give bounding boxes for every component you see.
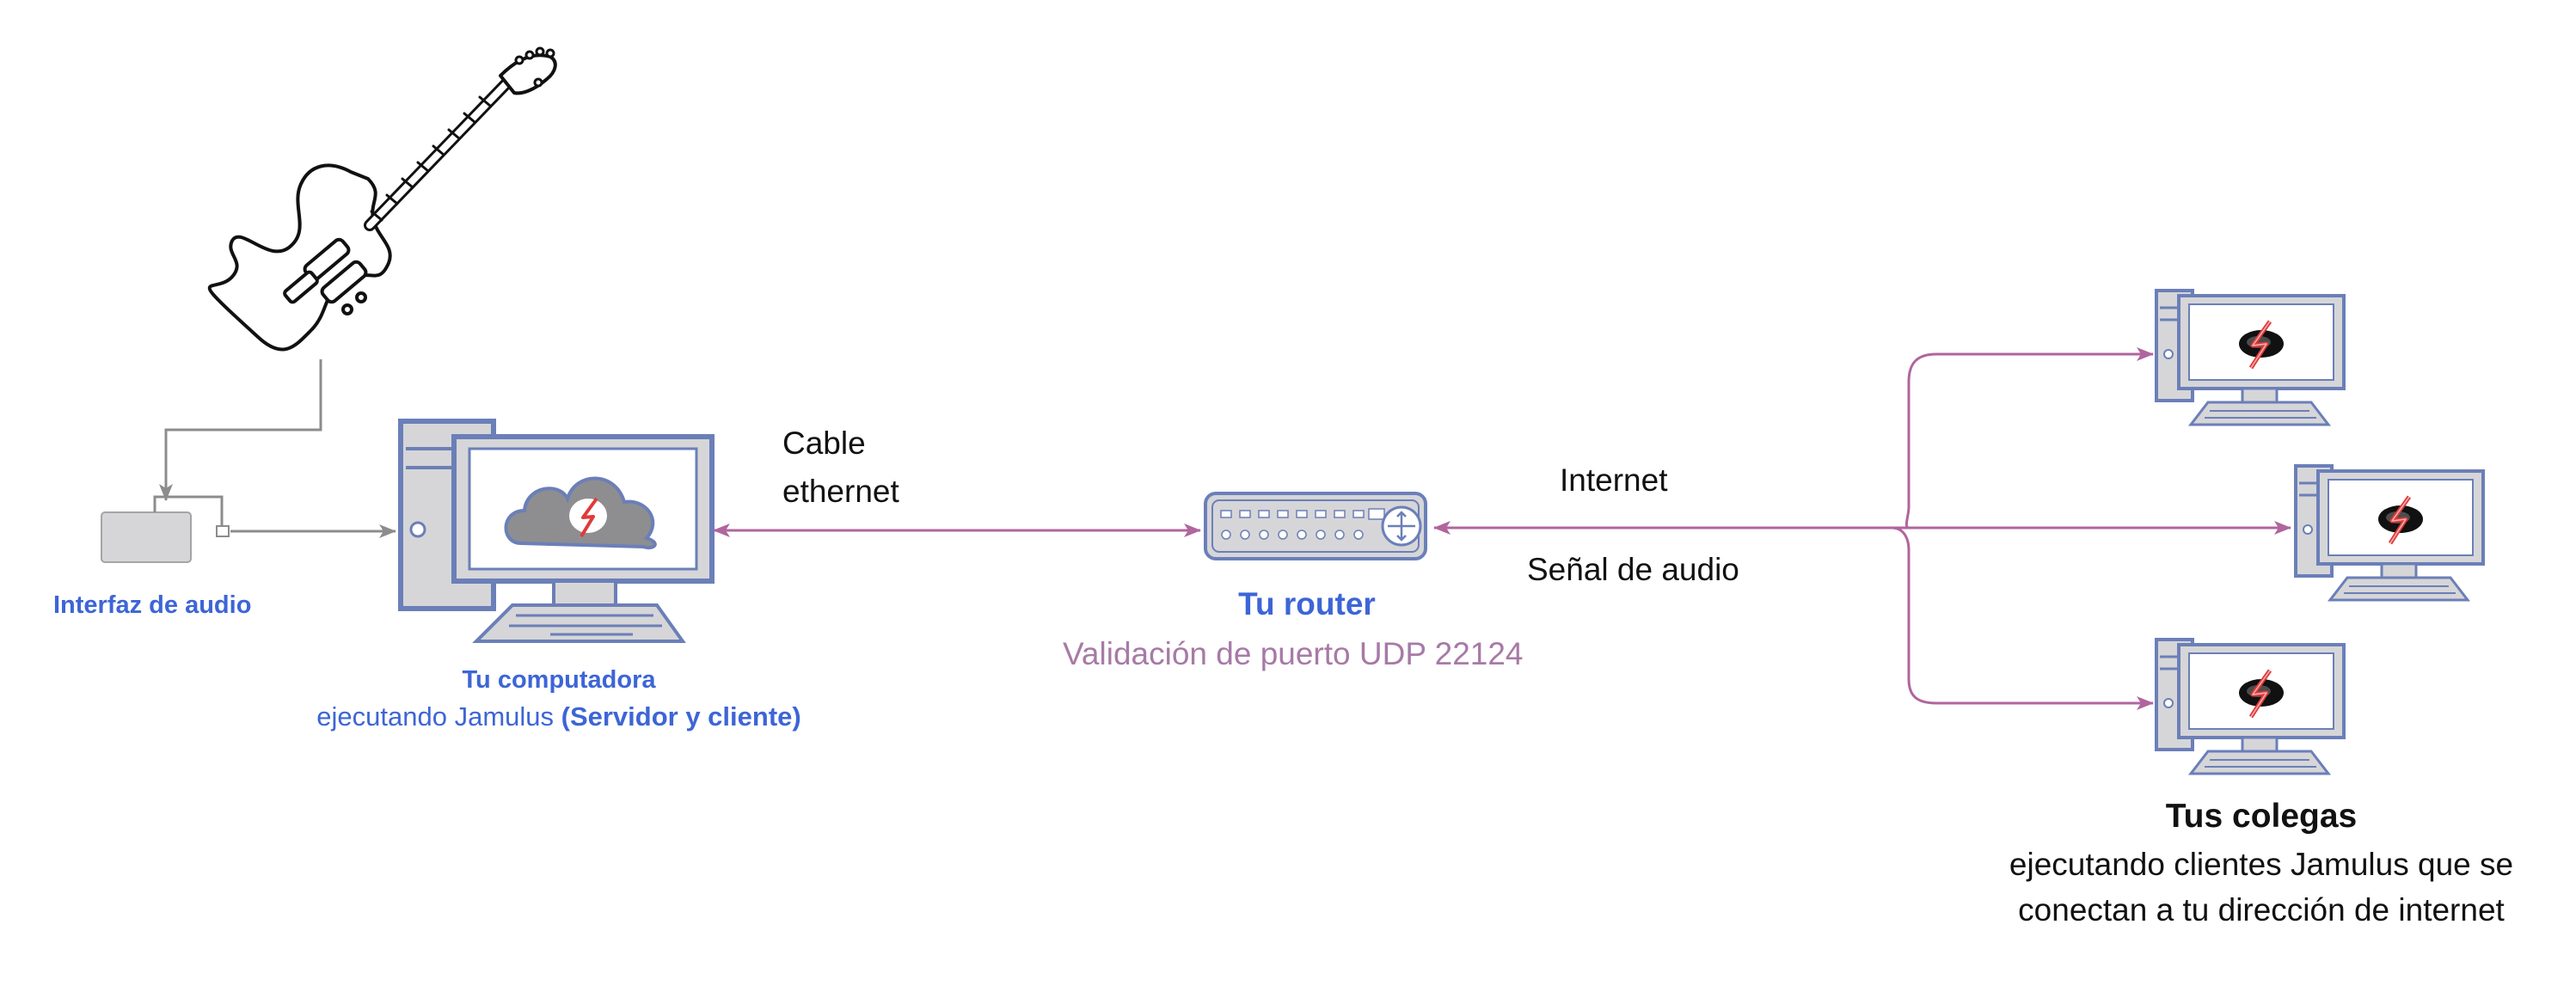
peers-line2: conectan a tu dirección de internet bbox=[2018, 892, 2505, 928]
peer-computer-3 bbox=[2156, 640, 2344, 774]
internet-links bbox=[1433, 347, 2291, 710]
computer-subtitle: ejecutando Jamulus (Servidor y cliente) bbox=[292, 698, 825, 737]
audio-interface-label: Interfaz de audio bbox=[53, 591, 252, 619]
router-title: Tu router bbox=[1238, 586, 1376, 621]
electric-guitar-icon bbox=[207, 46, 557, 352]
ethernet-label-line2: ethernet bbox=[782, 473, 899, 509]
peer-computer-1 bbox=[2156, 291, 2344, 425]
router-subtitle: Validación de puerto UDP 22124 bbox=[1063, 636, 1524, 671]
computer-subtitle-role: (Servidor y cliente) bbox=[561, 701, 801, 732]
router-icon bbox=[1204, 492, 1427, 560]
audio-interface-icon bbox=[101, 495, 230, 563]
computer-subtitle-text: ejecutando Jamulus bbox=[316, 701, 561, 732]
peers-title: Tus colegas bbox=[2165, 798, 2358, 835]
ethernet-label-line1: Cable bbox=[782, 426, 866, 461]
desktop-computer-icon bbox=[398, 419, 715, 643]
peers-caption: Tus colegas ejecutando clientes Jamulus … bbox=[1978, 793, 2545, 934]
peer-computer-2 bbox=[2296, 466, 2483, 600]
audio-signal-label: Señal de audio bbox=[1527, 552, 1739, 587]
peers-line1: ejecutando clientes Jamulus que se bbox=[2009, 846, 2514, 882]
ethernet-cable-label: Cable ethernet bbox=[782, 419, 899, 515]
jamulus-cloud-icon bbox=[504, 476, 657, 549]
instrument-cable bbox=[159, 359, 322, 501]
internet-label: Internet bbox=[1560, 462, 1668, 498]
computer-title: Tu computadora bbox=[462, 666, 656, 694]
computer-caption: Tu computadora ejecutando Jamulus (Servi… bbox=[292, 662, 825, 737]
